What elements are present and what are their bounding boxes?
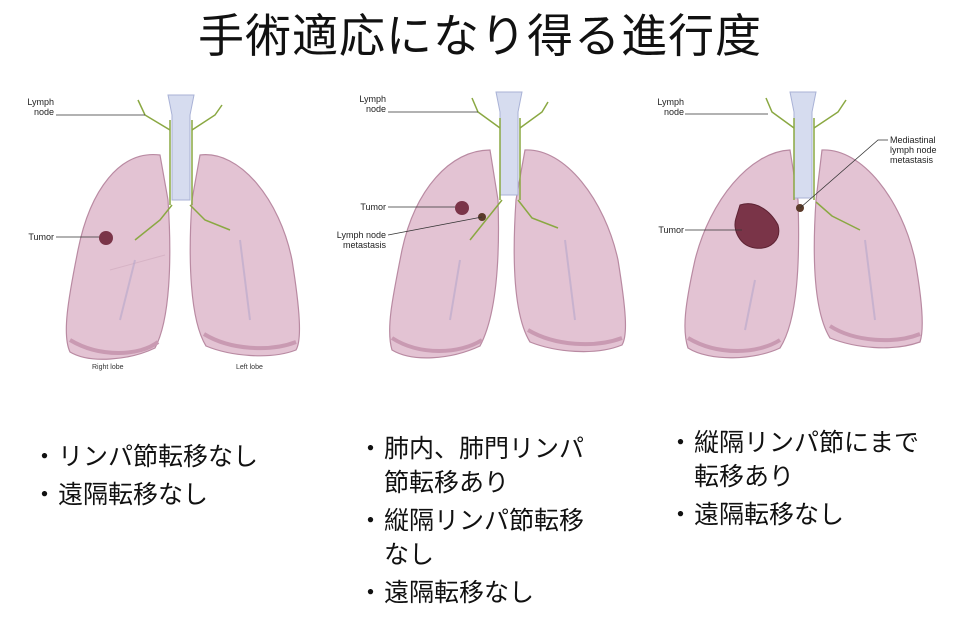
stage-panel-2-diagram: Lymph node Tumor Lymph node metastasis (320, 80, 640, 380)
bullet-item: ・縦隔リンパ節にまで転移あり (668, 428, 920, 491)
lung-illustration (56, 94, 301, 360)
stage-1-bullet-list: ・リンパ節転移なし ・遠隔転移なし (28, 440, 338, 516)
lungs-icon (389, 149, 627, 359)
bullet-item: ・遠隔転移なし (354, 576, 604, 610)
lymph-node-metastasis-label: Lymph node metastasis (336, 230, 386, 250)
left-lobe-label: Left lobe (236, 364, 263, 371)
bullet-icon: ・ (32, 442, 58, 471)
tumor-label: Tumor (28, 232, 54, 242)
bullet-item: ・縦隔リンパ節転移なし (358, 506, 585, 569)
bullet-item: ・遠隔転移なし (664, 498, 924, 532)
lung-illustration (684, 91, 923, 359)
tumor-label: Tumor (658, 225, 684, 235)
tumor-label: Tumor (360, 202, 386, 212)
lungs-icon (65, 154, 301, 360)
tumor-icon (734, 203, 780, 249)
lymph-vessels-icon (765, 97, 861, 231)
bullet-icon: ・ (358, 434, 384, 463)
bullet-item: ・リンパ節転移なし (28, 440, 338, 474)
stage-3-bullet-list: ・縦隔リンパ節にまで転移あり ・遠隔転移なし (664, 426, 924, 536)
trachea-icon (167, 94, 195, 201)
trachea-icon (495, 91, 523, 196)
lymph-node-label: Lymph node (27, 97, 54, 117)
page-title: 手術適応になり得る進行度 (198, 9, 762, 63)
bullet-item: ・遠隔転移なし (28, 478, 338, 512)
bullet-icon: ・ (668, 500, 694, 529)
tumor-icon (99, 231, 113, 245)
lung-illustration (387, 91, 627, 359)
lymph-vessels-icon (469, 97, 559, 241)
lymph-node-label: Lymph node (359, 94, 386, 114)
lymph-node-label: Lymph node (657, 97, 684, 117)
right-lobe-label: Right lobe (92, 364, 124, 371)
lymph-vessels-icon (134, 99, 231, 241)
bullet-icon: ・ (668, 428, 694, 457)
lungs-icon (684, 149, 923, 359)
mediastinal-lymph-node-metastasis-label: Mediastinal lymph node metastasis (890, 135, 937, 165)
stage-panel-3-diagram: Lymph node Tumor Mediastinal lymph node … (640, 80, 960, 380)
stage-panel-1-diagram: Lymph node Tumor Right lobe Left lobe (0, 80, 320, 380)
bullet-icon: ・ (32, 480, 58, 509)
stage-2-bullet-list: ・肺内、肺門リンパ節転移あり ・縦隔リンパ節転移なし ・遠隔転移なし (354, 432, 604, 614)
tumor-icon (455, 201, 469, 215)
bullet-icon: ・ (358, 506, 384, 535)
bullet-item: ・肺内、肺門リンパ節転移あり (358, 434, 585, 497)
bullet-icon: ・ (358, 578, 384, 607)
